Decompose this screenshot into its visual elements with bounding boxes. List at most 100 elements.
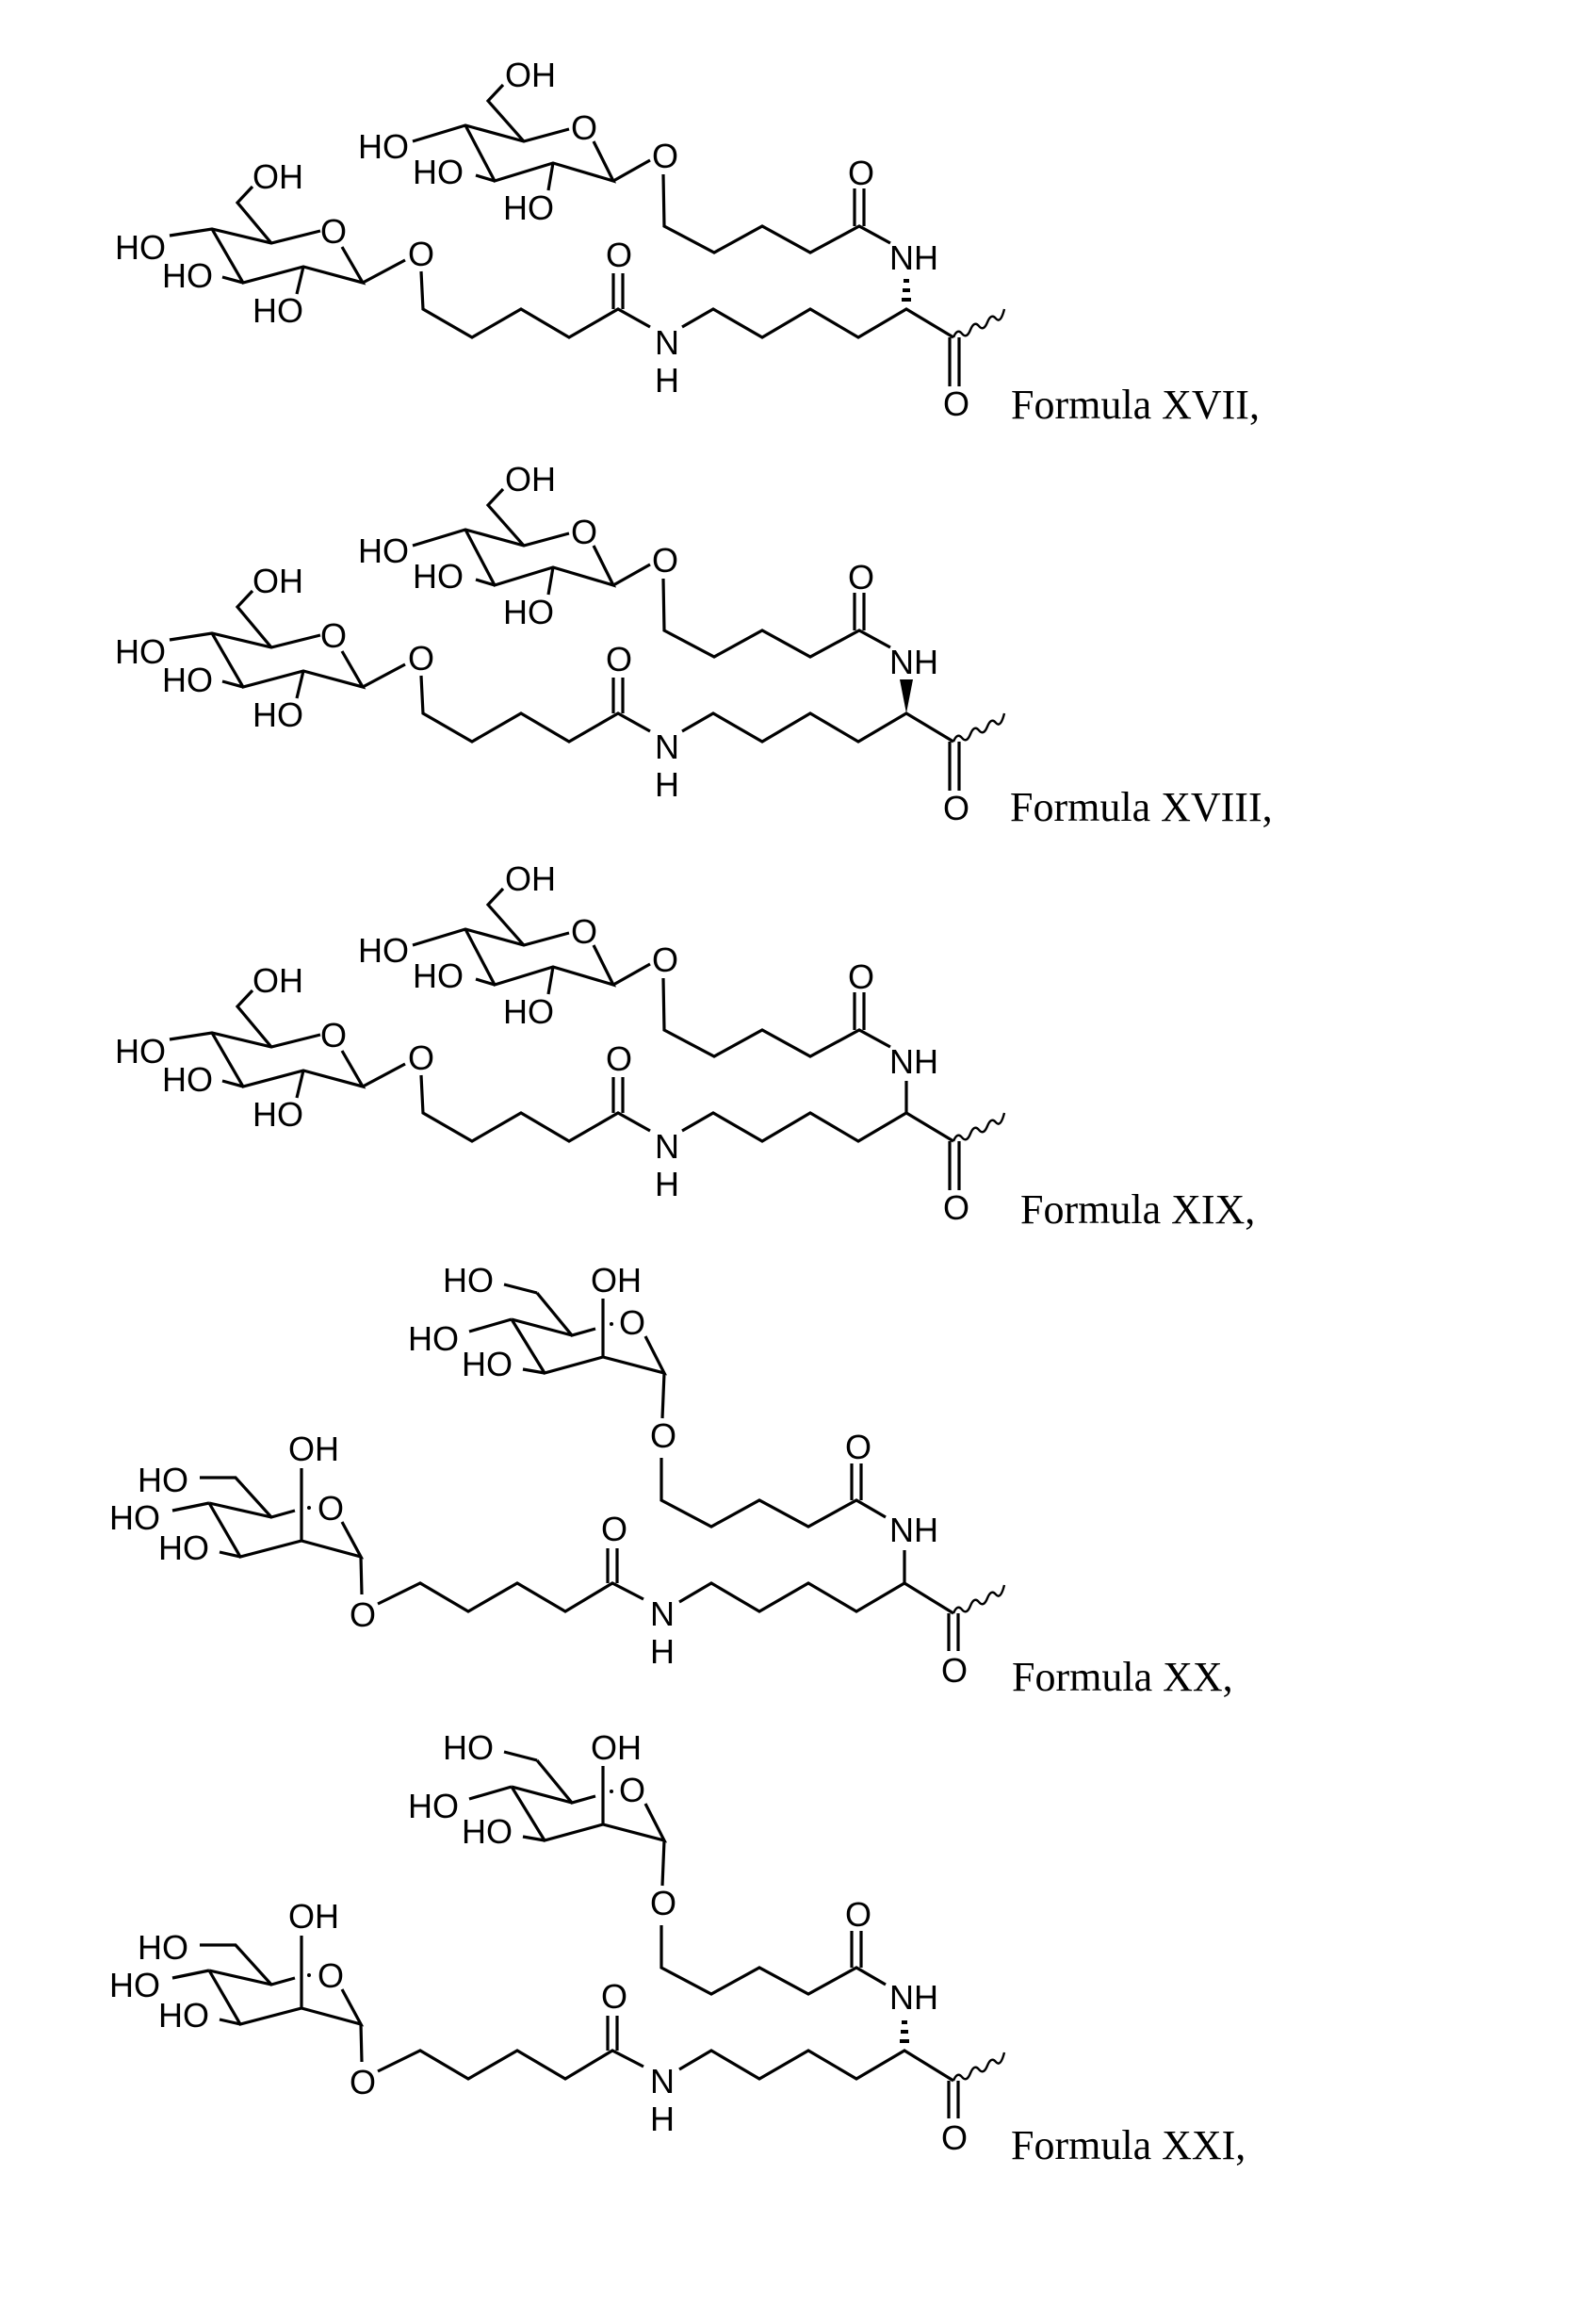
atom-label: HO (115, 1032, 166, 1071)
atom-label: O (571, 513, 597, 551)
atom-label: HO (462, 1345, 513, 1383)
atom-label: HO (138, 1928, 188, 1967)
atom-label: O (943, 1188, 969, 1227)
atom-label: HO (358, 531, 409, 570)
atom-label: NH (889, 1511, 938, 1549)
atom-label: O (320, 616, 347, 655)
formula-xvii-structure: HO OH O HO HO O HO OH O HO HO O O NH O N… (115, 56, 1260, 428)
atom-label: O (652, 940, 678, 979)
atom-label: HO (158, 1996, 209, 2035)
atom-label: HO (358, 127, 409, 166)
atom-label: HO (162, 256, 213, 295)
atom-label: OH (288, 1897, 339, 1936)
atom-label: N (655, 1127, 679, 1166)
atom-label: HO (503, 188, 554, 227)
atom-label: HO (252, 695, 303, 734)
atom-label: HO (162, 661, 213, 699)
atom-label: HO (115, 632, 166, 671)
atom-label: HO (358, 931, 409, 970)
atom-label: HO (443, 1261, 494, 1300)
atom-label: HO (138, 1461, 188, 1499)
atom-label: O (619, 1771, 645, 1809)
atom-label: O (619, 1303, 645, 1342)
atom-label: HO (462, 1812, 513, 1851)
atom-label: N (655, 323, 679, 362)
atom-label: N (655, 727, 679, 766)
hashed-wedge-icon (900, 2020, 909, 2043)
atom-label: OH (505, 859, 556, 898)
atom-label: HO (503, 593, 554, 631)
formula-label: Formula XXI, (1011, 2122, 1246, 2168)
atom-label: H (655, 765, 679, 804)
atom-label: O (601, 1510, 627, 1548)
atom-label: O (848, 558, 874, 597)
formula-label: Formula XVII, (1011, 382, 1260, 428)
atom-label: HO (413, 153, 464, 191)
atom-label: O (943, 384, 969, 423)
atom-label: HO (109, 1498, 160, 1537)
atom-label: O (571, 912, 597, 951)
atom-label: O (652, 541, 678, 580)
atom-label: O (845, 1428, 871, 1466)
atom-label: O (350, 2063, 376, 2101)
atom-label: NH (889, 1978, 938, 2017)
formula-xviii-structure: HO OH O HO HO O HO OH O HO HO O O NH O N… (115, 460, 1273, 830)
bold-wedge-icon (900, 679, 913, 713)
atom-label: H (650, 2100, 675, 2138)
atom-label: HO (443, 1728, 494, 1767)
atom-label: HO (252, 1095, 303, 1134)
atom-label: HO (109, 1966, 160, 2004)
atom-label: N (650, 1594, 675, 1633)
atom-label: HO (503, 992, 554, 1031)
formula-xxi-structure: HO HO HO OH O O O NH HO HO HO OH O O O N… (109, 1728, 1246, 2168)
atom-label: O (941, 2118, 968, 2157)
atom-label: O (848, 957, 874, 996)
atom-label: O (320, 1016, 347, 1054)
atom-label: OH (252, 157, 303, 196)
atom-label: O (318, 1489, 344, 1528)
atom-label: H (655, 361, 679, 400)
atom-label: H (655, 1165, 679, 1203)
atom-label: O (408, 235, 434, 273)
atom-label: O (601, 1977, 627, 2016)
atom-label: OH (591, 1261, 642, 1300)
atom-label: O (408, 639, 434, 678)
atom-label: HO (408, 1319, 459, 1358)
atom-label: O (845, 1895, 871, 1934)
atom-label: OH (505, 460, 556, 499)
atom-label: OH (505, 56, 556, 94)
atom-label: O (650, 1884, 676, 1922)
atom-label: HO (158, 1528, 209, 1567)
atom-label: O (943, 789, 969, 827)
atom-label: NH (889, 238, 938, 277)
atom-label: HO (115, 228, 166, 267)
atom-label: O (606, 640, 632, 678)
formula-label: Formula XVIII, (1010, 784, 1273, 830)
formula-label: Formula XIX, (1020, 1186, 1255, 1233)
atom-label: O (606, 1039, 632, 1078)
atom-label: O (848, 154, 874, 192)
atom-label: N (650, 2062, 675, 2101)
atom-label: O (606, 236, 632, 274)
atom-label: O (408, 1038, 434, 1077)
hashed-wedge-icon (902, 279, 911, 302)
formula-label: Formula XX, (1012, 1654, 1233, 1700)
atom-label: O (650, 1416, 676, 1455)
atom-label: H (650, 1632, 675, 1671)
atom-label: NH (889, 1042, 938, 1081)
atom-label: OH (252, 961, 303, 1000)
atom-label: HO (162, 1060, 213, 1099)
atom-label: HO (252, 291, 303, 330)
atom-label: HO (413, 557, 464, 596)
atom-label: O (350, 1595, 376, 1634)
atom-label: O (941, 1651, 968, 1690)
formula-xx-structure: HO HO HO OH O O O NH HO HO HO OH O O O N… (109, 1261, 1233, 1700)
atom-label: O (320, 212, 347, 251)
atom-label: O (318, 1956, 344, 1995)
atom-label: OH (252, 562, 303, 600)
atom-label: O (652, 137, 678, 175)
atom-label: OH (288, 1430, 339, 1468)
formula-xix-structure: HO OH O HO HO O HO OH O HO HO O O NH O N… (115, 859, 1255, 1233)
atom-label: OH (591, 1728, 642, 1767)
